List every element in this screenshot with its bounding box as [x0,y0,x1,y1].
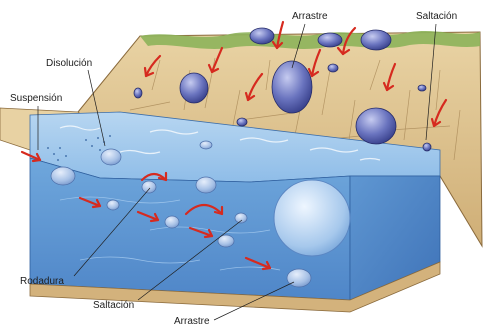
bank-rock [318,33,342,47]
large-submerged-rock [274,180,350,256]
label-arrastre-bottom: Arrastre [174,316,210,327]
bank-rock [356,108,396,144]
bank-rock [180,73,208,103]
water-rock [287,269,311,287]
water-rock [200,141,212,149]
water-rock [51,167,75,185]
bank-rock [418,85,426,91]
label-disolucion: Disolución [46,58,92,69]
label-saltacion-top: Saltación [416,11,457,22]
label-saltacion-bottom: Saltación [93,300,134,311]
water-rock [101,149,121,165]
bank-rock [134,88,142,98]
bank-rock [328,64,338,72]
water-rock [142,181,156,193]
bank-rock [237,118,247,126]
bank-rock [361,30,391,50]
label-arrastre-top: Arrastre [292,11,328,22]
label-suspension: Suspensión [10,93,62,104]
water-rock [165,216,179,228]
water-rock [196,177,216,193]
water-rock [235,213,247,223]
bank-rock [272,61,312,113]
bank-rock [423,143,431,151]
label-rodadura: Rodadura [20,276,64,287]
water-rock [107,200,119,210]
bank-rock [250,28,274,44]
